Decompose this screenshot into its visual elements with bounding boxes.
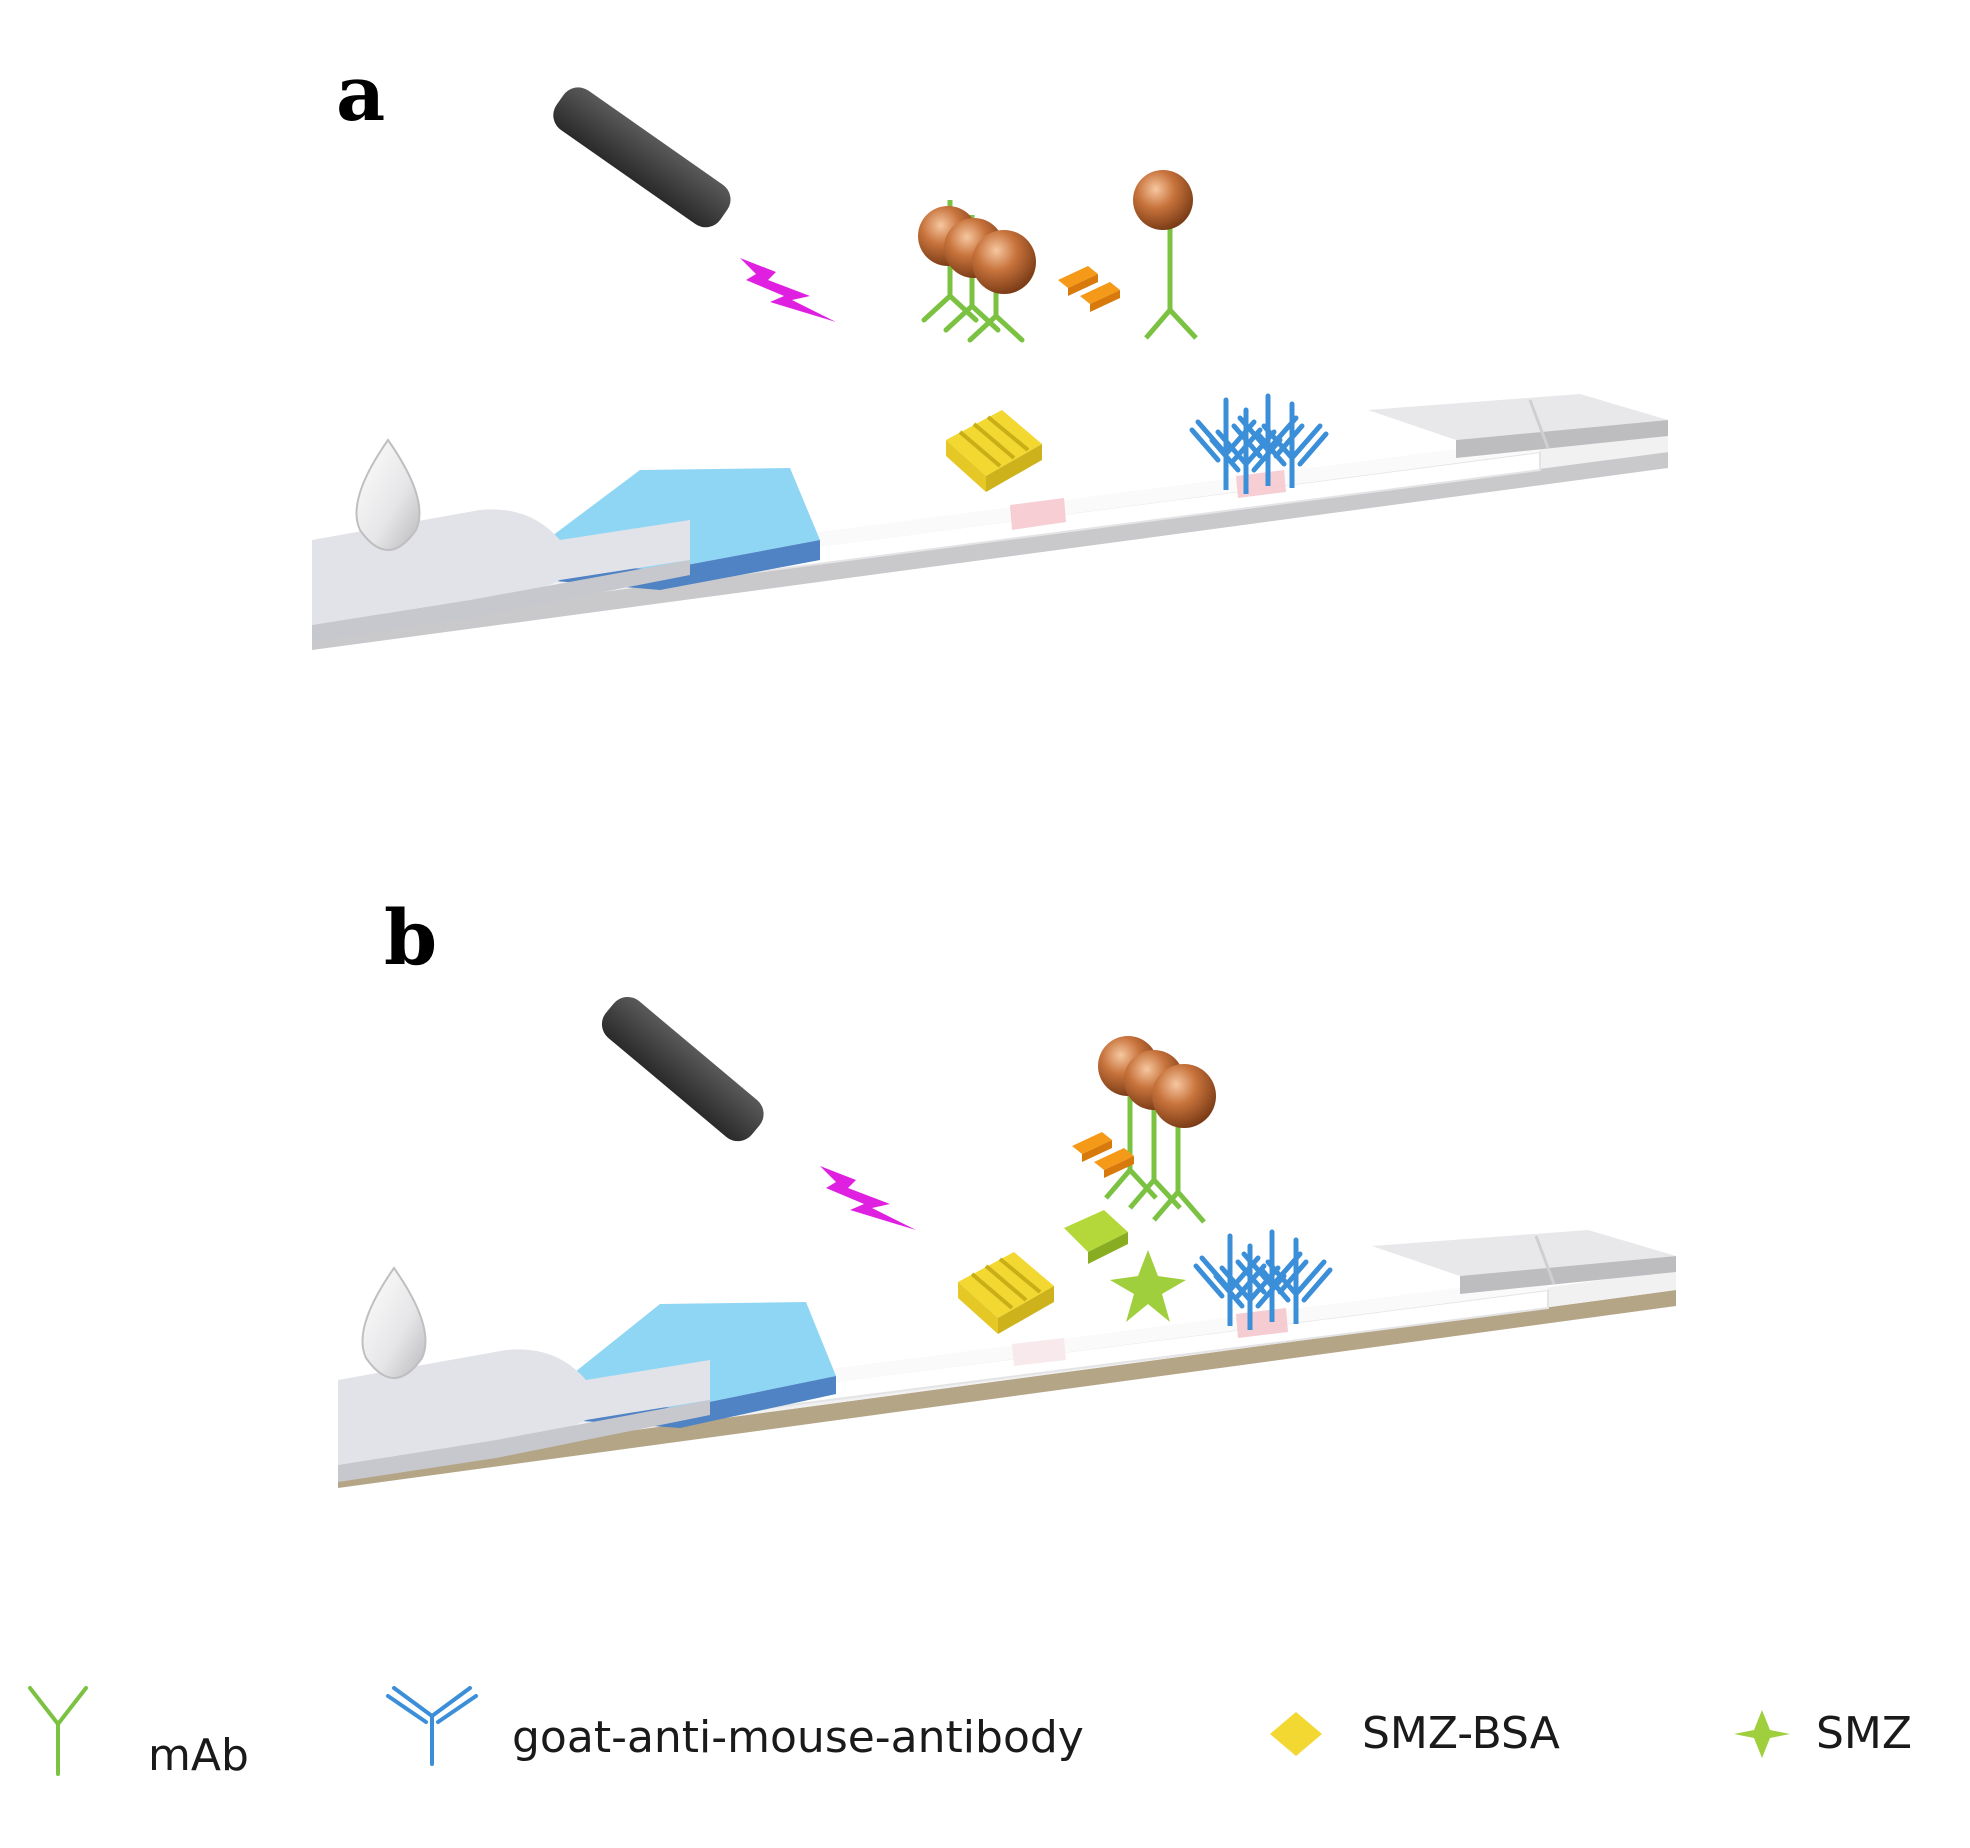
- legend-item-smz-bsa: SMZ-BSA: [1270, 1708, 1560, 1759]
- legend-label-smz-bsa: SMZ-BSA: [1362, 1708, 1560, 1759]
- fragment-icon: [1072, 1132, 1134, 1178]
- strip-backing: [312, 452, 1668, 650]
- test-line: [1012, 1338, 1066, 1366]
- light-pulse-icon: [820, 1166, 916, 1230]
- absorbent-pad-side: [1460, 1256, 1676, 1294]
- mab-antibody-icon: [28, 1686, 88, 1776]
- legend-label-goat-antibody: goat-anti-mouse-antibody: [512, 1712, 1084, 1763]
- gold-nanoparticle-icon: [1133, 170, 1193, 230]
- panel-b: b: [338, 893, 1676, 1488]
- smz-bsa-block-icon: [956, 1250, 1056, 1336]
- legend-label-smz: SMZ: [1816, 1708, 1912, 1759]
- panel-a: a: [312, 49, 1668, 650]
- legend: mAb goat-anti-mouse-antibody SMZ-BSA SMZ: [28, 1686, 1912, 1781]
- sample-droplet-icon: [355, 438, 421, 551]
- legend-label-mab: mAb: [148, 1730, 249, 1781]
- legend-item-smz: SMZ: [1734, 1708, 1912, 1759]
- panel-b-label: b: [384, 893, 437, 982]
- strip-backing: [338, 1290, 1676, 1488]
- membrane-top: [730, 1276, 1548, 1396]
- absorbent-pad: [1368, 394, 1668, 440]
- goat-antibody-cluster: [1192, 396, 1326, 494]
- absorbent-pad-side: [1456, 420, 1668, 458]
- sample-droplet-icon: [361, 1266, 427, 1379]
- sample-pad-side: [338, 1400, 710, 1482]
- star-icon: [1734, 1710, 1790, 1758]
- legend-item-goat-antibody: goat-anti-mouse-antibody: [386, 1686, 1084, 1766]
- light-source-icon: [601, 996, 764, 1142]
- legend-item-mab: mAb: [28, 1686, 249, 1781]
- panel-a-label: a: [336, 49, 385, 138]
- gold-nanoparticle-icon: [1152, 1064, 1216, 1128]
- gold-nanoparticle-icon: [972, 230, 1036, 294]
- sample-pad: [338, 1349, 710, 1465]
- mab-gold-single: [1133, 170, 1198, 340]
- goat-anti-mouse-antibody-icon: [386, 1686, 478, 1766]
- membrane-top: [720, 438, 1540, 560]
- sample-pad-side: [312, 560, 690, 642]
- diamond-icon: [1270, 1712, 1322, 1756]
- test-line: [1010, 498, 1066, 530]
- goat-antibody-cluster: [1196, 1232, 1330, 1330]
- smz-bound-icon: [1064, 1210, 1186, 1322]
- mab-gold-cluster: [1098, 1036, 1216, 1224]
- nitrocellulose-membrane: [709, 450, 1541, 580]
- mab-gold-cluster: [918, 200, 1036, 340]
- absorbent-pad: [1372, 1230, 1676, 1276]
- fragment-icon: [1058, 266, 1120, 312]
- smz-bsa-block-icon: [944, 408, 1044, 494]
- light-pulse-icon: [740, 258, 836, 322]
- light-source-icon: [553, 87, 731, 228]
